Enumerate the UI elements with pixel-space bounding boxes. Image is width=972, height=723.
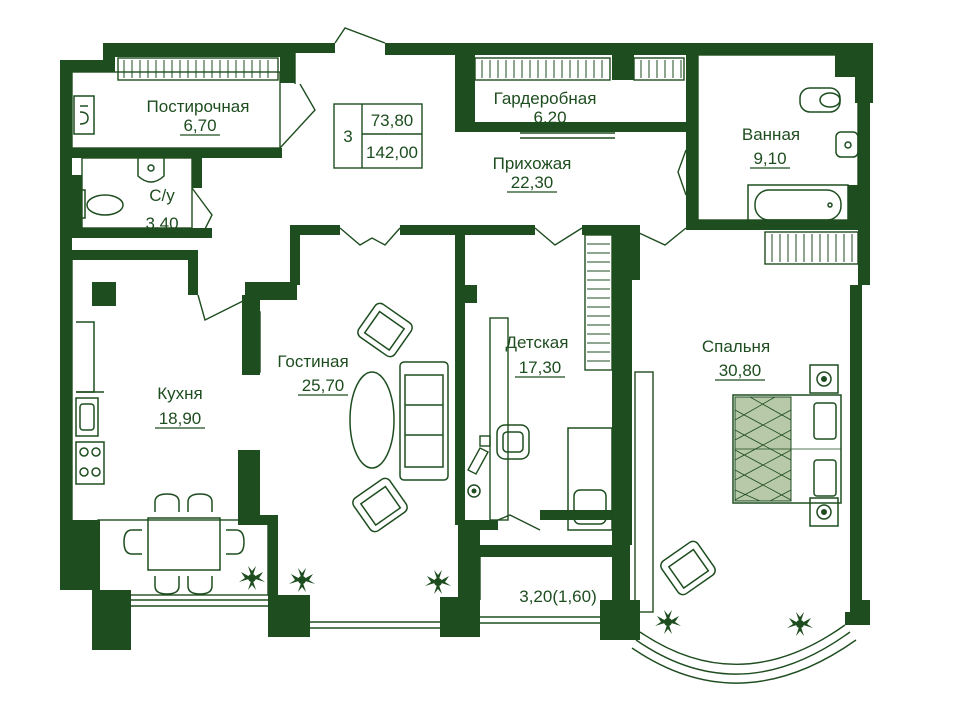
room-area-toilet: 3,40 — [145, 214, 178, 233]
washing-machine-icon — [73, 95, 95, 135]
room-area-laundry: 6,70 — [183, 116, 216, 135]
wall-segment — [72, 175, 82, 235]
room-name-living-room: Гостиная — [277, 352, 348, 371]
wall-segment — [540, 510, 625, 520]
room-labels: Постирочная 6,70 Гардеробная 6,20 Ванная… — [142, 89, 800, 606]
wall-segment — [72, 148, 282, 158]
wall-segment — [440, 597, 480, 637]
doors — [191, 27, 687, 531]
wall-segment — [125, 590, 131, 650]
bathtub-icon — [747, 184, 849, 226]
room-name-kitchen: Кухня — [157, 384, 203, 403]
total-area: 142,00 — [366, 143, 418, 162]
wall-segment — [848, 185, 870, 230]
wall-segment — [455, 55, 475, 127]
door — [191, 187, 213, 236]
wall-segment — [612, 545, 630, 625]
lamp-icon — [467, 371, 832, 520]
living-area: 73,80 — [371, 111, 414, 130]
wall-segment — [835, 55, 855, 77]
walls — [60, 43, 873, 650]
wall-pillar — [92, 282, 116, 306]
wall-segment — [858, 230, 870, 275]
wall-segment — [103, 43, 295, 57]
room-area-children-room: 17,30 — [519, 358, 562, 377]
wall-segment — [845, 270, 870, 625]
wall-segment — [72, 250, 197, 260]
plant-icon — [239, 566, 813, 636]
wall-segment — [268, 595, 310, 637]
room-name-bathroom: Ванная — [742, 125, 800, 144]
wall-segment — [855, 43, 873, 103]
wall-segment — [612, 225, 640, 545]
wall-segment — [858, 103, 870, 193]
wall-segment — [192, 148, 202, 188]
balcony-area: 3,20(1,60) — [519, 587, 597, 606]
room-name-children-room: Детская — [506, 333, 569, 352]
wall-segment — [103, 43, 115, 72]
wall-segment — [686, 55, 698, 175]
room-name-wardrobe: Гардеробная — [494, 89, 597, 108]
wall-segment — [60, 60, 115, 72]
door — [636, 227, 687, 246]
wall-segment — [188, 250, 198, 295]
wall-segment — [290, 225, 340, 235]
door — [677, 149, 687, 196]
wall-segment — [455, 285, 477, 303]
room-name-laundry: Постирочная — [147, 97, 250, 116]
room-name-bedroom: Спальня — [702, 337, 770, 356]
wall-segment — [238, 450, 260, 525]
wall-segment — [280, 43, 295, 83]
wall-segment — [686, 175, 698, 230]
room-name-hallway: Прихожая — [493, 154, 572, 173]
wall-segment — [295, 43, 335, 53]
wall-segment — [92, 590, 130, 650]
room-name-toilet: С/у — [149, 186, 175, 205]
wardrobe-icon — [117, 57, 859, 371]
wall-segment — [458, 520, 480, 600]
room-area-bedroom: 30,80 — [719, 361, 762, 380]
wall-segment — [60, 60, 72, 585]
wall-segment — [60, 520, 100, 590]
wall-segment — [582, 225, 637, 235]
wall-segment — [480, 545, 630, 557]
room-area-hallway: 22,30 — [511, 173, 554, 192]
wall-segment — [242, 295, 260, 375]
child-furniture — [467, 427, 613, 531]
wall-segment — [455, 225, 465, 525]
stove-icon — [75, 441, 105, 485]
sink-icon — [75, 131, 859, 437]
door — [197, 294, 246, 322]
wall-segment — [455, 122, 695, 132]
armchair-icon — [352, 302, 716, 596]
sofa-icon — [349, 361, 449, 481]
wall-segment — [385, 43, 865, 55]
dining-table — [123, 493, 245, 595]
apartment-summary: 3 73,80 142,00 — [333, 103, 423, 169]
double-door — [339, 227, 401, 246]
room-area-wardrobe: 6,20 — [533, 108, 566, 127]
toilet-icon — [74, 87, 841, 219]
bed-icon — [732, 364, 842, 527]
wall-segment — [400, 225, 535, 235]
door — [534, 227, 583, 246]
wall-segment — [268, 520, 278, 600]
rooms-count: 3 — [343, 127, 352, 146]
door — [279, 83, 316, 149]
wall-segment — [290, 225, 300, 285]
kitchen-counter — [76, 321, 104, 393]
room-area-bathroom: 9,10 — [753, 149, 786, 168]
door — [497, 514, 541, 531]
room-area-living-room: 25,70 — [302, 376, 345, 395]
entrance-door — [334, 27, 386, 44]
room-area-kitchen: 18,90 — [159, 409, 202, 428]
room-outlines — [71, 53, 859, 684]
wall-segment — [458, 520, 498, 530]
wall-segment — [612, 55, 634, 80]
